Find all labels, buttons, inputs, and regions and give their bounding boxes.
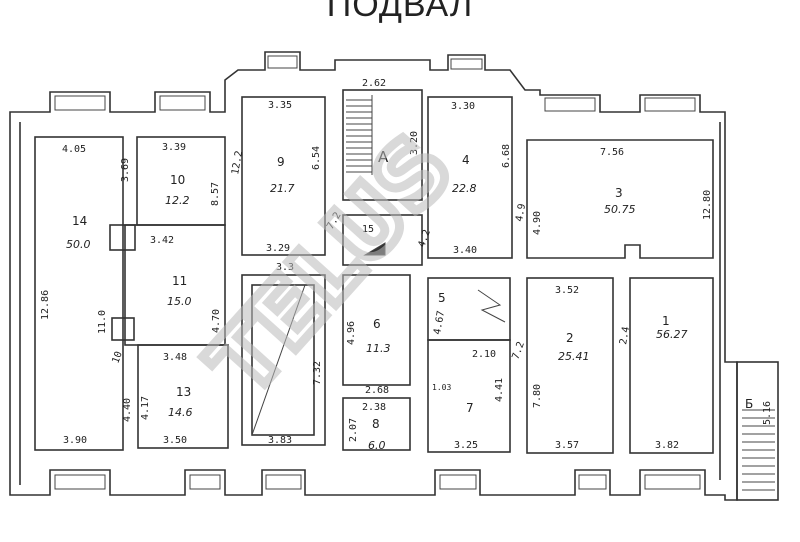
- room-4-number: 4: [462, 153, 470, 167]
- dim: 4.90: [532, 211, 543, 235]
- room-A-label: А: [378, 148, 389, 166]
- dim: 3.25: [454, 440, 478, 451]
- dim: 6.68: [501, 144, 512, 168]
- windows: [54, 55, 701, 490]
- dim: 3.3: [276, 262, 294, 273]
- room-13-number: 13: [176, 385, 191, 399]
- dim: 3.57: [555, 440, 579, 451]
- dim: 7.2: [510, 340, 527, 361]
- dim: 3.40: [453, 245, 477, 256]
- dim: 2.68: [365, 385, 389, 396]
- room-7-number: 7: [466, 401, 474, 415]
- dim: 3.39: [162, 142, 186, 153]
- dim: 3.69: [120, 158, 131, 182]
- room-2-area: 25.41: [558, 350, 590, 363]
- dim: 7.80: [532, 384, 543, 408]
- outer-walls: [9, 51, 738, 501]
- room-10-area: 12.2: [165, 194, 190, 207]
- dimension-labels: 4.05 3.69 3.39 8.57 12.86 3.42 4.70 11.0…: [40, 78, 773, 451]
- room-11-area: 15.0: [167, 295, 192, 308]
- staircase: [346, 95, 775, 491]
- room-3-area: 50.75: [604, 203, 636, 216]
- room-13-area: 14.6: [168, 406, 193, 419]
- dim: 2.10: [472, 349, 496, 360]
- dim: 3.35: [268, 100, 292, 111]
- dim: 3.29: [266, 243, 290, 254]
- plan-title: ПОДВАЛ: [326, 0, 474, 24]
- dim: 4.41: [494, 378, 505, 402]
- dim: 2.07: [348, 418, 359, 442]
- dim: 3.42: [150, 235, 174, 246]
- dim: 3.30: [451, 101, 475, 112]
- dim: 2.4: [618, 326, 632, 346]
- dim: 4.9: [514, 203, 528, 223]
- room-8-area: 6.0: [368, 439, 386, 452]
- dim: 4.67: [432, 310, 447, 336]
- room-3-number: 3: [615, 186, 623, 200]
- room-4-area: 22.8: [452, 182, 477, 195]
- dim: 7.32: [312, 361, 323, 385]
- dim: 5.16: [762, 401, 773, 425]
- dim: 3.82: [655, 440, 679, 451]
- dim: 4.40: [122, 398, 133, 422]
- dim: 12.2: [230, 150, 245, 176]
- dim: 11.0: [97, 310, 108, 334]
- room-14-area: 50.0: [66, 238, 91, 251]
- room-labels: 14 50.0 10 12.2 11 15.0 13 14.6 9 21.7 А…: [66, 148, 753, 452]
- dim: 6.54: [311, 146, 322, 170]
- room-B-label: Б: [745, 397, 753, 411]
- room-14-number: 14: [72, 214, 87, 228]
- dim: 8.57: [210, 182, 221, 206]
- room-10-number: 10: [170, 173, 185, 187]
- room-1-number: 1: [662, 314, 670, 328]
- room-5-number: 5: [438, 291, 446, 305]
- room-11-number: 11: [172, 274, 187, 288]
- dim: 4.96: [346, 321, 357, 345]
- room-walls: [34, 89, 779, 501]
- room-15-number: 15: [362, 224, 374, 235]
- dim: 3.20: [409, 131, 420, 155]
- dim: 2.38: [362, 402, 386, 413]
- dim: 12.86: [40, 290, 51, 320]
- dim: 3.90: [63, 435, 87, 446]
- dim: 4.70: [211, 309, 222, 333]
- room-1-area: 56.27: [656, 328, 688, 341]
- dim: 4.05: [62, 144, 86, 155]
- dim: 2.62: [362, 78, 386, 89]
- dim: 3.50: [163, 435, 187, 446]
- dim: 4.17: [140, 396, 151, 420]
- dim: 3.48: [163, 352, 187, 363]
- room-9-area: 21.7: [270, 182, 295, 195]
- room-8-number: 8: [372, 417, 380, 431]
- room-2-number: 2: [566, 331, 574, 345]
- dim: 7.56: [600, 147, 624, 158]
- room-9-number: 9: [277, 155, 285, 169]
- room-6-area: 11.3: [366, 342, 391, 355]
- dim: 12.80: [702, 190, 713, 220]
- dim: 3.52: [555, 285, 579, 296]
- dim: 3.83: [268, 435, 292, 446]
- dim: 1.03: [432, 383, 451, 392]
- room-6-number: 6: [373, 317, 381, 331]
- dim: 10: [110, 350, 124, 365]
